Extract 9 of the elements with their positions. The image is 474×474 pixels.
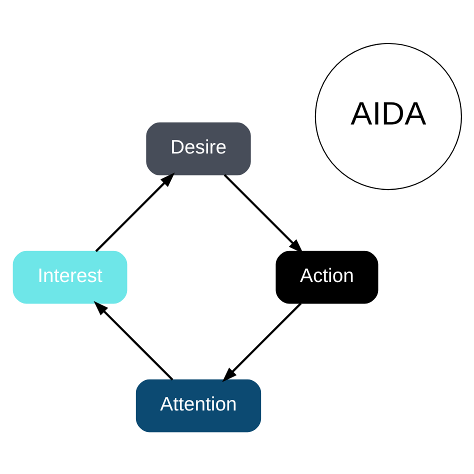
node-box: Desire [146, 122, 250, 175]
node-circle: AIDA [314, 42, 462, 190]
node-box: Action [275, 250, 378, 304]
arrow [223, 174, 303, 254]
arrow [93, 300, 173, 380]
node-box: Interest [12, 250, 127, 304]
arrow [222, 302, 302, 382]
arrow [94, 172, 174, 252]
node-box: Attention [135, 378, 261, 432]
